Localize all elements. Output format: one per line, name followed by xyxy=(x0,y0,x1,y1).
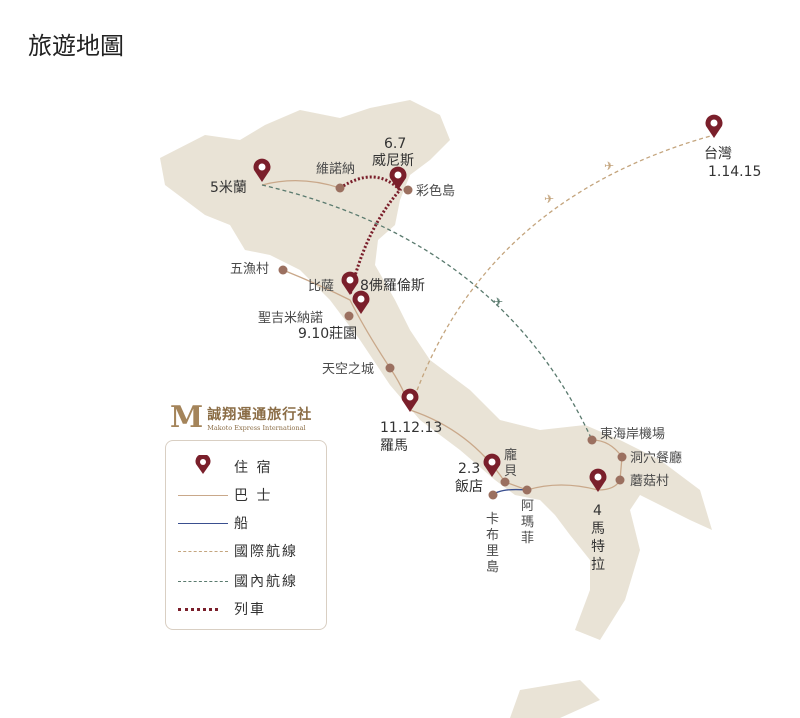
label-florence: 8佛羅倫斯 xyxy=(360,278,425,294)
label-pisa: 比薩 xyxy=(308,279,334,294)
label-pompeii: 貝 xyxy=(504,464,517,479)
label-taiwan: 台灣 xyxy=(704,146,732,162)
svg-text:馬: 馬 xyxy=(591,521,605,537)
legend-lodging: 住 宿 xyxy=(178,453,272,479)
page-title: 旅遊地圖 xyxy=(28,32,124,60)
label-verona: 維諾納 xyxy=(316,161,355,177)
sicily-edge xyxy=(510,680,600,718)
label-naples: 飯店 xyxy=(455,478,483,495)
label-taiwan-days: 1.14.15 xyxy=(708,164,761,180)
train-route xyxy=(339,175,403,296)
label-rome-day: 11.12.13 xyxy=(380,420,442,436)
label-rome: 羅馬 xyxy=(380,438,408,454)
map-legend: 住 宿 巴 士 船 國際航線 國內航線 列車 xyxy=(165,440,327,630)
label-cinque-terre: 五漁村 xyxy=(230,262,269,277)
legend-domestic-flight: 國內航線 xyxy=(178,571,298,591)
pin-icon xyxy=(178,453,228,479)
legend-boat: 船 xyxy=(178,513,250,533)
domestic-flight-route xyxy=(261,184,593,441)
svg-text:特: 特 xyxy=(591,539,605,555)
lodging-pins xyxy=(253,114,723,492)
svg-text:阿: 阿 xyxy=(521,499,534,514)
svg-text:里: 里 xyxy=(486,544,499,559)
label-venice: 威尼斯 xyxy=(372,153,414,169)
legend-bus: 巴 士 xyxy=(178,485,272,505)
bus-line-icon xyxy=(178,494,228,496)
svg-text:卡: 卡 xyxy=(486,512,499,527)
logo-mark: M xyxy=(170,400,204,435)
label-burano: 彩色島 xyxy=(416,183,455,199)
label-farm: 9.10莊園 xyxy=(298,326,357,342)
label-bagnoregio: 天空之城 xyxy=(322,362,374,377)
boat-line-icon xyxy=(178,522,228,524)
legend-international-flight: 國際航線 xyxy=(178,541,298,561)
brand-logo: M 誠翔運通旅行社 Makoto Express International xyxy=(170,400,312,435)
international-flight-line-icon xyxy=(178,550,228,552)
plane-icon: ✈ xyxy=(544,192,554,206)
label-milan: 5米蘭 xyxy=(210,180,247,196)
label-cave-restaurant: 洞穴餐廳 xyxy=(630,450,682,466)
svg-text:島: 島 xyxy=(486,560,499,575)
svg-text:瑪: 瑪 xyxy=(521,515,534,530)
svg-text:4: 4 xyxy=(593,503,602,519)
label-matera: 4 馬 特 拉 xyxy=(591,503,605,573)
label-airport: 東海岸機場 xyxy=(600,426,665,442)
label-capri: 卡 布 里 島 xyxy=(486,512,499,575)
label-amalfi: 阿 瑪 菲 xyxy=(521,499,534,546)
plane-icon: ✈ xyxy=(493,295,503,309)
legend-train: 列車 xyxy=(178,599,266,619)
label-pompeii: 龐 xyxy=(504,447,517,463)
international-flight-route xyxy=(409,134,715,411)
label-alberobello: 蘑菇村 xyxy=(630,474,669,489)
brand-name: 誠翔運通旅行社 xyxy=(207,406,313,423)
bus-route-north xyxy=(261,180,341,189)
domestic-flight-line-icon xyxy=(178,580,228,582)
svg-text:菲: 菲 xyxy=(521,531,534,546)
train-line-icon xyxy=(178,607,218,611)
italy-landmass xyxy=(160,100,712,640)
label-san-gimignano: 聖吉米納諾 xyxy=(258,310,323,326)
brand-english: Makoto Express International xyxy=(207,423,306,432)
svg-text:拉: 拉 xyxy=(591,557,605,573)
label-venice-day: 6.7 xyxy=(384,136,406,152)
stop-dots xyxy=(278,183,627,500)
svg-text:布: 布 xyxy=(486,528,499,543)
plane-icon: ✈ xyxy=(604,159,614,173)
label-naples-day: 2.3 xyxy=(458,461,480,477)
